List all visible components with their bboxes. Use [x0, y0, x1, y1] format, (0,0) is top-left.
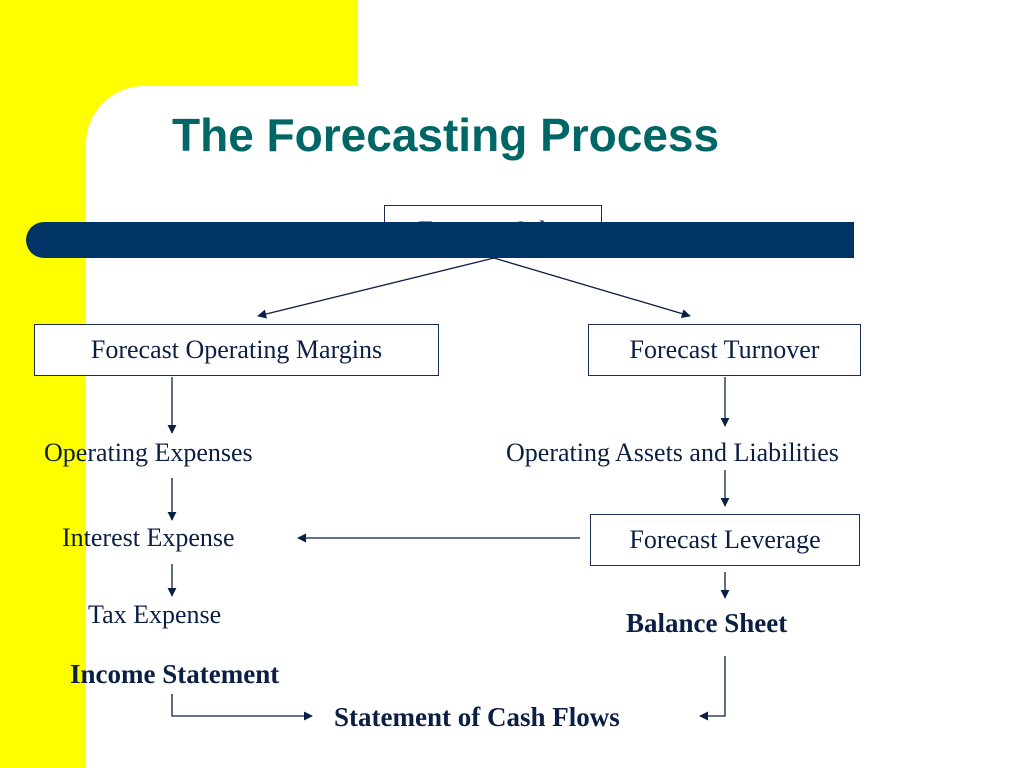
content-panel: [86, 86, 1024, 768]
arrow-balance-to-cashflows: [699, 656, 726, 721]
operating-assets-liabilities-label: Operating Assets and Liabilities: [506, 438, 839, 467]
forecast-leverage-label: Forecast Leverage: [629, 525, 821, 554]
operating-expenses-label: Operating Expenses: [44, 438, 253, 467]
arrow-sales-to-turnover: [493, 257, 691, 319]
forecast-operating-margins-label: Forecast Operating Margins: [90, 335, 383, 364]
balance-sheet-label: Balance Sheet: [626, 608, 788, 638]
forecast-leverage-box: Forecast Leverage: [590, 514, 860, 566]
yellow-left-strip: [0, 0, 86, 768]
arrow-sales-to-margins: [257, 257, 495, 319]
interest-expense-label: Interest Expense: [62, 523, 235, 552]
arrow-income-to-cashflows: [171, 694, 313, 721]
income-statement-label: Income Statement: [70, 659, 280, 689]
forecast-turnover-box: Forecast Turnover: [588, 324, 861, 376]
statement-of-cash-flows-label: Statement of Cash Flows: [334, 702, 620, 732]
forecast-turnover-label: Forecast Turnover: [629, 335, 820, 364]
tax-expense-label: Tax Expense: [88, 600, 222, 629]
title-underline-bar: [26, 222, 854, 258]
forecast-operating-margins-box: Forecast Operating Margins: [34, 324, 439, 376]
slide-title: The Forecasting Process: [172, 109, 720, 161]
